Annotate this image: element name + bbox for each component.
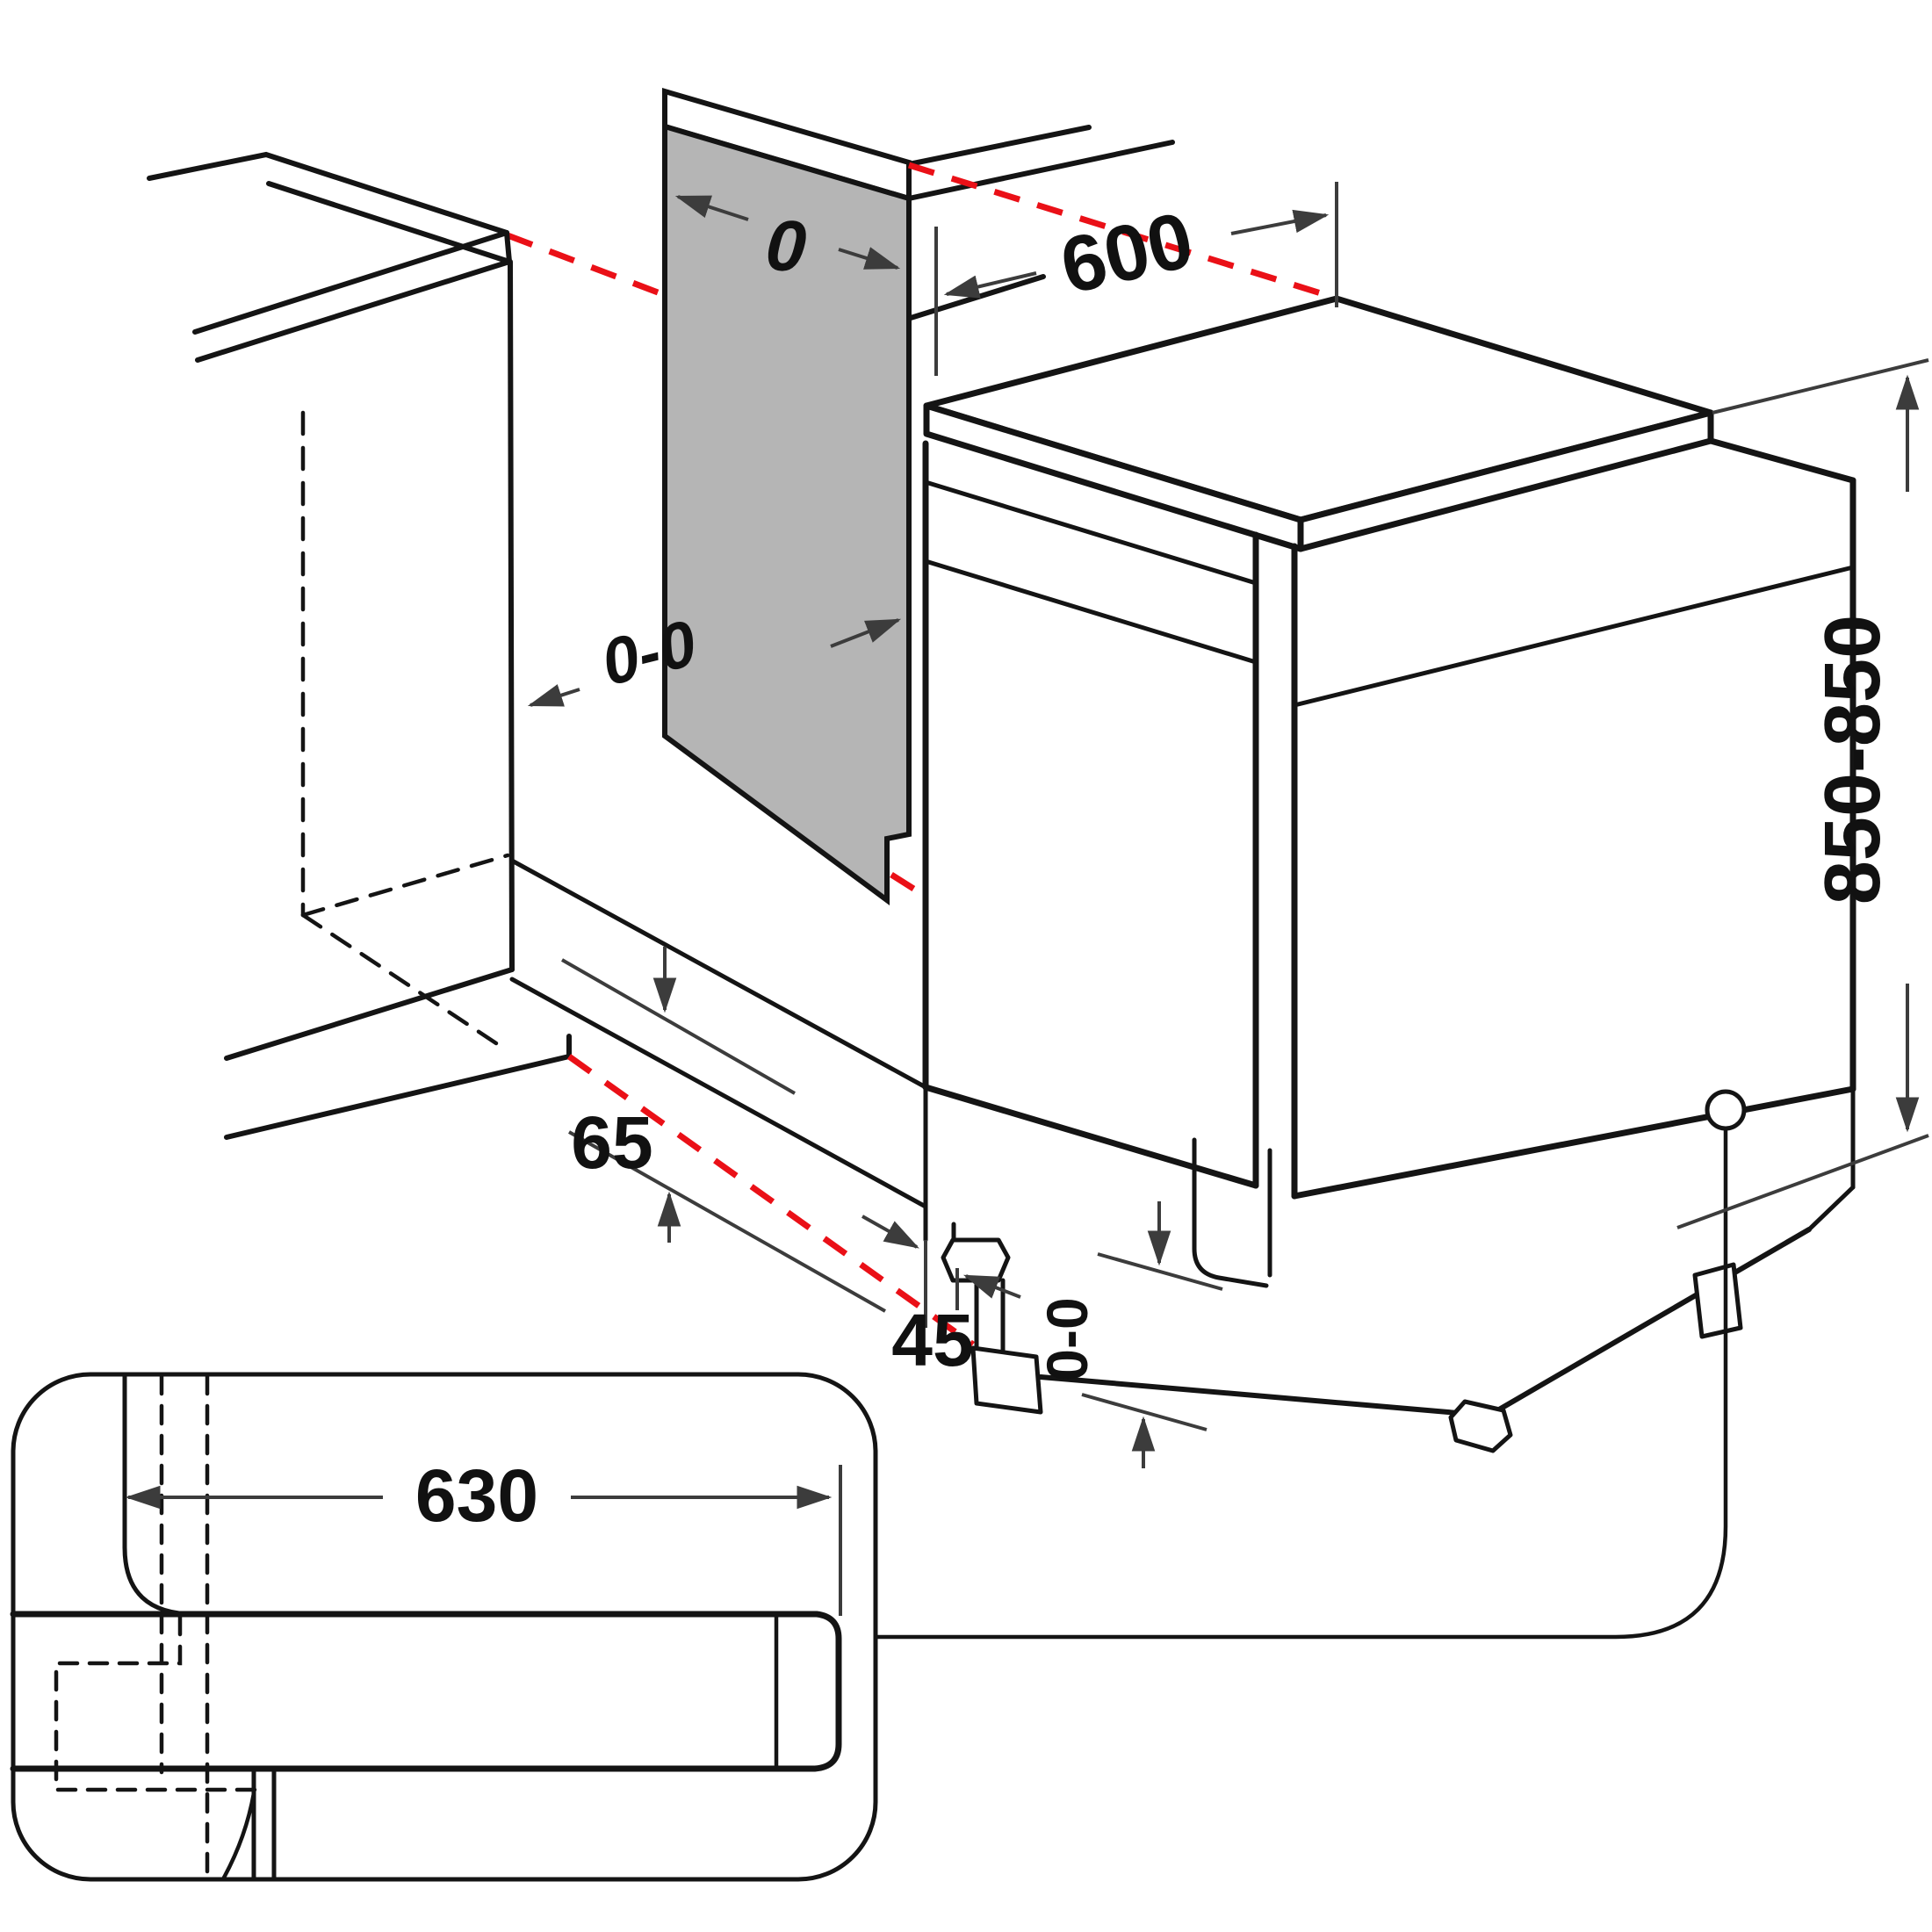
red-guide-countertop-level bbox=[907, 162, 1334, 300]
inset-drawing bbox=[10, 1373, 842, 1880]
cabinet-countertop-band-bottom bbox=[195, 259, 512, 363]
dim-level-ref-bottom bbox=[1081, 1393, 1208, 1431]
dim-width-arrow-right bbox=[1230, 209, 1330, 235]
dishwasher-side-top-edge bbox=[1707, 437, 1856, 484]
dishwasher-side-bottom-edge bbox=[1291, 1085, 1856, 1200]
dimensions bbox=[125, 182, 1929, 1616]
dim-level-ref-top bbox=[1097, 1252, 1223, 1291]
wall-floor-line-upper bbox=[509, 858, 928, 1090]
reference-point-marker bbox=[1705, 1089, 1747, 1131]
inset-leader-line bbox=[876, 1128, 1728, 1640]
dishwasher-back-bottom-step bbox=[1806, 1185, 1856, 1232]
dim-45-label: 45 bbox=[891, 1299, 973, 1381]
cabinet-countertop-back-edge bbox=[147, 151, 509, 235]
cabinet-hidden-edge bbox=[300, 912, 501, 1048]
dishwasher-door-bottom-edge bbox=[922, 1084, 1259, 1189]
dim-45-arrow-left bbox=[861, 1215, 919, 1249]
dim-630-label: 630 bbox=[415, 1454, 538, 1537]
red-guide-lines bbox=[566, 162, 1334, 1347]
red-guide-floor bbox=[566, 1054, 976, 1347]
dim-65-ref-bottom bbox=[568, 1130, 886, 1313]
cabinet-front-right-edge bbox=[508, 259, 515, 972]
dim-height-label: 850-850 bbox=[1809, 615, 1897, 905]
leveling-foot-base bbox=[970, 1345, 1043, 1415]
dishwasher-side-band-line bbox=[1292, 565, 1856, 708]
leveling-foot-right bbox=[1692, 1262, 1743, 1339]
leveling-foot-center bbox=[1448, 1399, 1513, 1453]
inset-foot-curve bbox=[221, 1791, 256, 1880]
dim-width-label: 600 bbox=[1053, 196, 1201, 311]
dim-top-gap-arrow-left bbox=[674, 195, 749, 221]
dim-65-ref-top bbox=[561, 958, 796, 1095]
dishwasher-kick-recess bbox=[1192, 1137, 1269, 1288]
detail-inset bbox=[10, 1372, 878, 1882]
dishwasher-control-band-top bbox=[923, 479, 1258, 586]
leveling-foot-front bbox=[941, 1237, 1011, 1283]
niche-back-line bbox=[908, 274, 1046, 321]
dim-side-gap-arrow-left bbox=[527, 684, 580, 707]
inset-base-profile bbox=[10, 1611, 842, 1772]
dim-65-label: 65 bbox=[571, 1101, 652, 1184]
dim-height-ext-bottom bbox=[1676, 1134, 1929, 1229]
side-panel-column bbox=[662, 88, 1175, 905]
dishwasher-corner-top bbox=[1253, 532, 1297, 549]
panel-countertop-receding-edge bbox=[906, 125, 1092, 167]
inset-hidden-step bbox=[54, 1614, 259, 1792]
dishwasher-floor-side-edge bbox=[1486, 1227, 1812, 1418]
inset-frame bbox=[11, 1372, 878, 1882]
dishwasher-top-surface bbox=[923, 295, 1714, 523]
dim-side-gap-arrow-right bbox=[830, 618, 902, 648]
left-cabinet bbox=[147, 151, 928, 1209]
dim-height-ext-top bbox=[1712, 358, 1929, 415]
dim-width-arrow-left bbox=[943, 271, 1037, 299]
cabinet-bottom-edge bbox=[224, 967, 515, 1061]
cabinet-countertop-band-right bbox=[266, 181, 512, 264]
cabinet-hidden-edges bbox=[300, 410, 510, 1048]
dim-level-label: 0-0 bbox=[1034, 1297, 1099, 1381]
panel-countertop-receding-edge bbox=[906, 140, 1175, 201]
dim-top-gap-label: 0 bbox=[763, 205, 809, 288]
dim-45-arrow-right bbox=[962, 1274, 1021, 1299]
cabinet-hidden-edge bbox=[300, 853, 510, 918]
wall-floor-line-lower bbox=[509, 977, 928, 1209]
inset-leader bbox=[876, 1089, 1747, 1640]
dishwasher-floor-front-edge bbox=[1038, 1374, 1491, 1418]
cabinet-countertop-corner bbox=[504, 230, 512, 264]
cabinet-floor-line bbox=[224, 1054, 572, 1140]
cabinet-countertop-front-edge bbox=[192, 230, 509, 335]
dishwasher bbox=[922, 295, 1856, 1453]
dishwasher-control-band-bottom bbox=[923, 559, 1258, 665]
red-guide-panel-bottom bbox=[890, 872, 926, 898]
dim-top-gap-arrow-right bbox=[838, 247, 901, 270]
